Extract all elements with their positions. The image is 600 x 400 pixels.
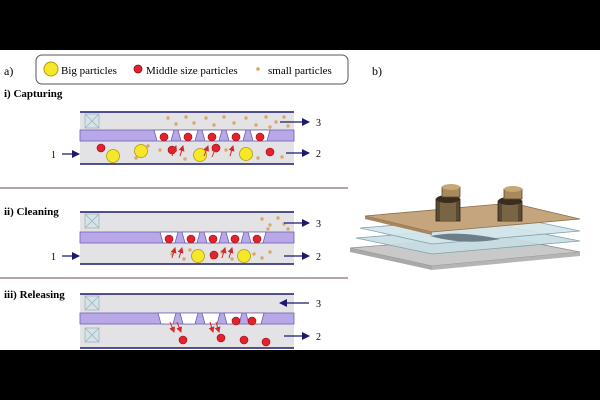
port-label-1: 1 bbox=[51, 252, 56, 263]
flow-arrows-red bbox=[171, 145, 235, 158]
big-particles bbox=[191, 249, 251, 263]
legend-small-label: small particles bbox=[268, 65, 332, 77]
small-particles bbox=[134, 115, 290, 161]
port-label-2: 2 bbox=[316, 332, 321, 343]
valve bbox=[84, 213, 100, 229]
valve bbox=[84, 113, 100, 129]
valve bbox=[84, 327, 100, 343]
middle-particles bbox=[178, 316, 271, 347]
device-bottom-layer-edge bbox=[432, 252, 580, 270]
stage-cleaning-title: ii) Cleaning bbox=[4, 206, 59, 218]
flow-arrows-red bbox=[169, 321, 221, 333]
port-label-3: 3 bbox=[316, 118, 321, 129]
legend-middle-label: Middle size particles bbox=[146, 65, 238, 77]
device-channel bbox=[430, 233, 500, 242]
device-3d-render bbox=[349, 184, 581, 270]
stage-capturing-diagram: 1 3 2 bbox=[51, 111, 321, 165]
legend: Big particles Middle size particles smal… bbox=[35, 54, 349, 85]
legend-big-label: Big particles bbox=[61, 65, 117, 77]
stage-releasing-title: iii) Releasing bbox=[4, 289, 65, 301]
middle-particles bbox=[164, 234, 262, 260]
big-particles bbox=[106, 144, 253, 163]
device-bottom-layer-edge bbox=[350, 248, 432, 270]
device-top-layer-edge bbox=[365, 216, 432, 235]
port-label-2: 2 bbox=[316, 149, 321, 160]
legend-big-particle-swatch bbox=[43, 61, 59, 77]
membrane-pores bbox=[159, 231, 267, 244]
port-label-3: 3 bbox=[316, 299, 321, 310]
port-fitting bbox=[497, 186, 523, 222]
valve bbox=[84, 295, 100, 311]
stage-cleaning-diagram: 1 3 2 bbox=[51, 211, 321, 265]
legend-small-particle-swatch bbox=[256, 67, 260, 71]
panel-a-label: a) bbox=[4, 64, 13, 78]
legend-box bbox=[35, 54, 349, 85]
flow-arrows-red bbox=[170, 247, 234, 259]
panel-b-label: b) bbox=[372, 64, 382, 78]
legend-middle-particle-swatch bbox=[133, 64, 143, 74]
stage-capturing-title: i) Capturing bbox=[4, 88, 63, 100]
port-label-3: 3 bbox=[316, 219, 321, 230]
port-fitting bbox=[435, 184, 461, 222]
port-label-1: 1 bbox=[51, 150, 56, 161]
stage-releasing-diagram: 3 2 bbox=[79, 293, 321, 349]
port-label-2: 2 bbox=[316, 252, 321, 263]
